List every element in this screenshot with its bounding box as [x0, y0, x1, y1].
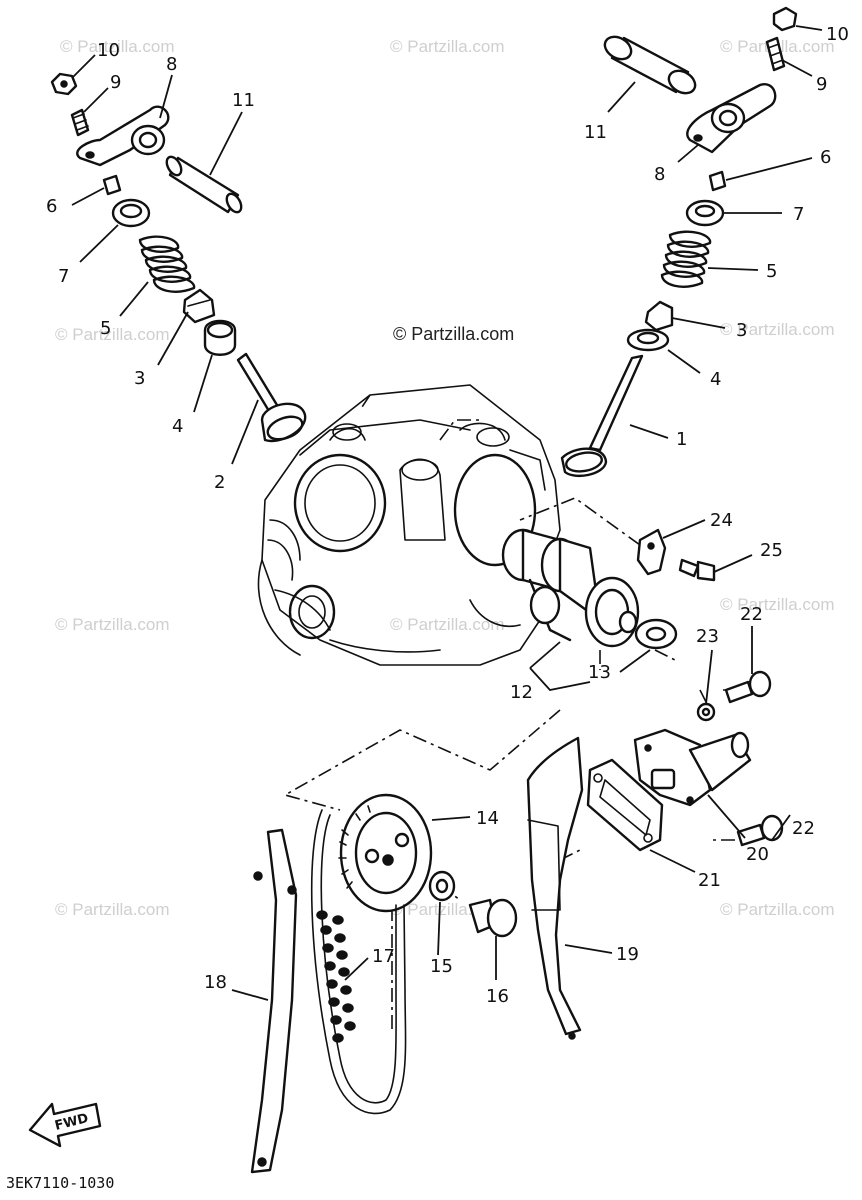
cam-sprocket-14: [338, 793, 433, 913]
assembly-lines: [282, 394, 745, 1030]
callout-11-right: 11: [584, 122, 607, 143]
callout-25: 25: [760, 540, 783, 561]
chain-guide-18: [250, 828, 298, 1174]
bolt-25: [678, 558, 700, 578]
callout-18: 18: [204, 972, 227, 993]
callout-3-right: 3: [736, 320, 747, 341]
watermark: © Partzilla.com: [55, 615, 170, 634]
callout-20: 20: [746, 844, 769, 865]
chain-guide-19: [526, 736, 584, 1040]
watermark: © Partzilla.com: [720, 595, 835, 614]
callout-22-upper: 22: [740, 604, 763, 625]
watermark: © Partzilla.com: [55, 325, 170, 344]
valve-1-intake: [588, 354, 644, 452]
callout-7-left: 7: [58, 266, 69, 287]
spring-5-left: [138, 235, 196, 293]
callout-22-lower: 22: [792, 818, 815, 839]
callout-numbers: 10 9 8 11 6 7 5 3 4 2 10 9 11 8 6 7 5 3 …: [46, 24, 849, 1007]
valve-seal-3-right: [644, 300, 674, 332]
callout-14: 14: [476, 808, 499, 829]
fwd-arrow: FWD: [28, 1102, 102, 1148]
callout-8-left: 8: [166, 54, 177, 75]
watermark: © Partzilla.com: [390, 615, 505, 634]
callout-6-right: 6: [820, 147, 831, 168]
callout-24: 24: [710, 510, 733, 531]
gasket-21: [586, 758, 664, 852]
callout-2: 2: [214, 472, 225, 493]
callout-4-right: 4: [710, 369, 721, 390]
callout-9-left: 9: [110, 72, 121, 93]
callout-11-left: 11: [232, 90, 255, 111]
center-watermark: © Partzilla.com: [393, 324, 514, 344]
spring-5-right: [660, 230, 712, 288]
cam-chain-17: [310, 809, 407, 1115]
callout-7-right: 7: [793, 204, 804, 225]
cam-area-parts: [586, 528, 784, 852]
callout-12: 12: [510, 682, 533, 703]
leader-lines: [71, 25, 823, 1001]
watermark: © Partzilla.com: [60, 37, 175, 56]
washer-13: [634, 618, 678, 650]
drawing-code: 3EK7110-1030: [6, 1174, 114, 1192]
callout-5-right: 5: [766, 261, 777, 282]
watermark: © Partzilla.com: [720, 320, 835, 339]
nut-10-right: [772, 6, 798, 32]
camshaft: [501, 528, 640, 648]
rocker-arm-8-left: [76, 105, 170, 167]
bolt-22-lower: [736, 823, 766, 847]
callout-5-left: 5: [100, 318, 111, 339]
callout-13: 13: [588, 662, 611, 683]
callout-1: 1: [676, 429, 687, 450]
callout-9-right: 9: [816, 74, 827, 95]
callout-19: 19: [616, 944, 639, 965]
callout-6-left: 6: [46, 196, 57, 217]
cylinder-head: [257, 384, 561, 666]
callout-15: 15: [430, 956, 453, 977]
valve-seal-3-left: [182, 288, 216, 324]
washer-15: [428, 870, 456, 902]
right-valve-train: [560, 6, 798, 477]
washer-23: [696, 702, 716, 722]
callout-16: 16: [486, 986, 509, 1007]
callout-4-left: 4: [172, 416, 183, 437]
watermark: © Partzilla.com: [390, 37, 505, 56]
callout-3-left: 3: [134, 368, 145, 389]
callout-8-right: 8: [654, 164, 665, 185]
plate-24: [636, 528, 667, 576]
left-valve-train: [50, 72, 307, 443]
bolt-22-upper: [724, 680, 754, 704]
cotter-6-left: [102, 174, 122, 196]
cotter-6-right: [708, 170, 727, 192]
callout-23: 23: [696, 626, 719, 647]
cam-drive: [250, 736, 584, 1174]
callout-21: 21: [698, 870, 721, 891]
callout-10-right: 10: [826, 24, 849, 45]
watermark: © Partzilla.com: [55, 900, 170, 919]
watermark: © Partzilla.com: [720, 900, 835, 919]
callout-10-left: 10: [97, 40, 120, 61]
callout-17: 17: [372, 946, 395, 967]
